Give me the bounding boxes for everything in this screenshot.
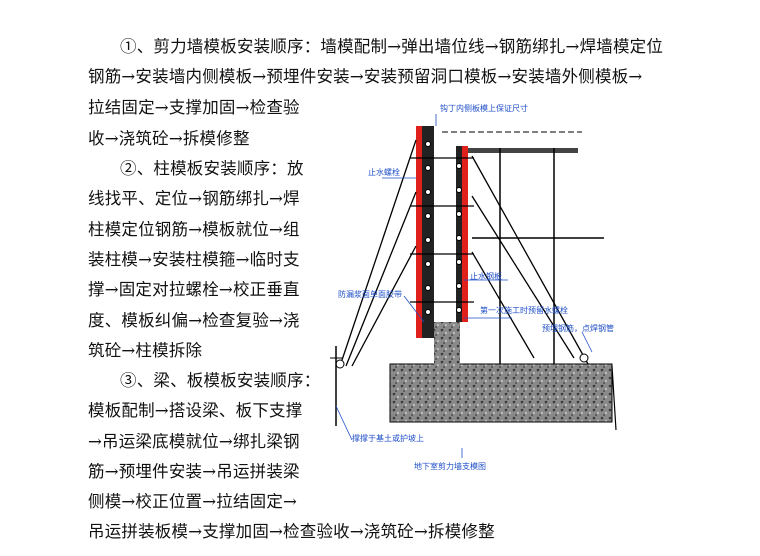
label-support: 撑撑于基土或护坡上 bbox=[352, 434, 424, 443]
paragraph-line: →吊运梁底模就位→绑扎梁钢 bbox=[88, 432, 300, 451]
paragraph-line: 度、模板纠偏→检查复验→浇 bbox=[88, 311, 300, 330]
paragraph-line: 筋→预埋件安装→吊运拼装梁 bbox=[88, 462, 300, 481]
label-stop-bolt-left: 止水螺栓 bbox=[368, 168, 400, 177]
paragraph-line: 钢筋→安装墙内侧模板→预埋件安装→安装预留洞口模板→安装墙外侧模板→ bbox=[88, 67, 643, 86]
paragraph-line: 柱模定位钢筋→模板就位→组 bbox=[88, 220, 300, 239]
paragraph-line: 侧模→校正位置→拉结固定→ bbox=[88, 492, 298, 511]
paragraph-line: 拉结固定→支撑加固→检查验 bbox=[88, 98, 300, 117]
label-weld: 预埋钢筋，点焊钢管 bbox=[542, 324, 614, 333]
paragraph-line: 线找平、定位→钢筋绑扎→焊 bbox=[88, 189, 300, 208]
label-seal: 防漏浆面单面胶带 bbox=[338, 290, 402, 299]
formwork-diagram: 钩丁内侧板模上保证尺寸 止水螺栓 止水钢板 防漏浆面单面胶带 第一次施工时预留水… bbox=[312, 96, 630, 482]
label-stop-bolt-right: 止水钢板 bbox=[470, 272, 502, 281]
paragraph-line: ①、剪力墙模板安装顺序：墙模配制→弹出墙位线→钢筋绑扎→焊墙模定位 bbox=[120, 37, 664, 56]
paragraph-line: ③、梁、板模板安装顺序： bbox=[120, 371, 321, 390]
paragraph-line: 吊运拼装板模→支撑加固→检查验收→浇筑砼→拆模修整 bbox=[88, 522, 495, 541]
paragraph-line: 装柱模→安装柱模箍→临时支 bbox=[88, 250, 300, 269]
figure-caption: 地下室剪力墙支模图 bbox=[414, 462, 486, 471]
paragraph-line: ②、柱模板安装顺序：放 bbox=[120, 159, 304, 178]
formwork-drawing bbox=[330, 114, 617, 458]
paragraph-line: 模板配制→搭设梁、板下支撑 bbox=[88, 401, 303, 420]
label-first-pour: 第一次施工时预留水螺栓 bbox=[480, 306, 568, 315]
paragraph-line: 筑砼→柱模拆除 bbox=[88, 341, 203, 360]
label-top: 钩丁内侧板模上保证尺寸 bbox=[440, 104, 528, 113]
paragraph-line: 撑→固定对拉螺栓→校正垂直 bbox=[88, 280, 300, 299]
paragraph-line: 收→浇筑砼→拆模修整 bbox=[88, 129, 250, 148]
